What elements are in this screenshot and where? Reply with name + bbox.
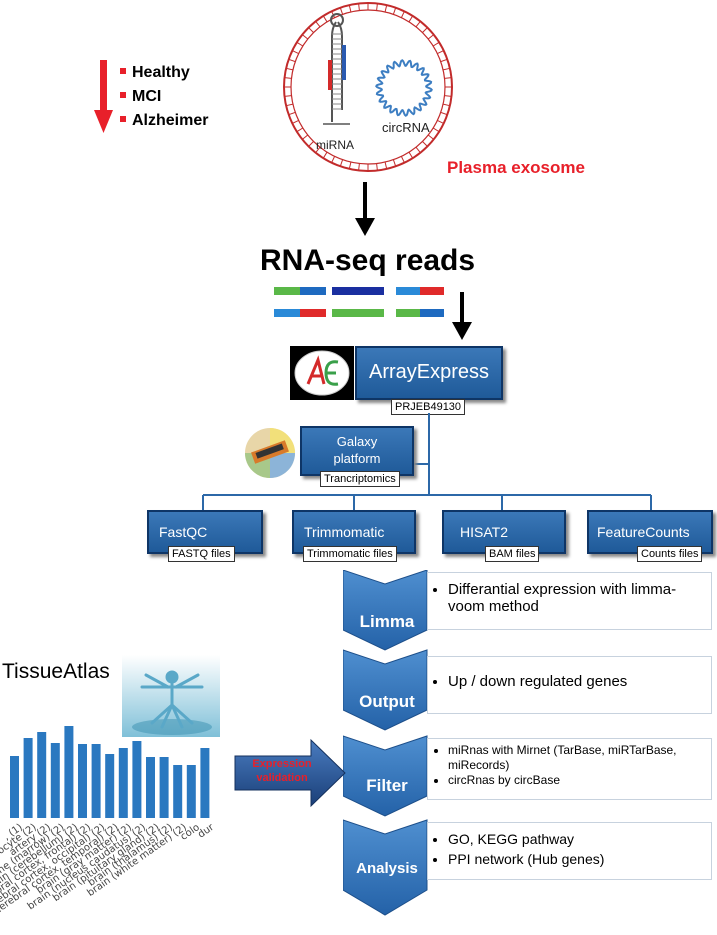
tool-tag: Trimmomatic files <box>303 546 397 562</box>
tool-tag: BAM files <box>485 546 540 562</box>
chart-bar <box>91 744 101 818</box>
arrayexpress-logo-icon <box>290 346 354 400</box>
step-bullet: PPI network (Hub genes) <box>448 849 711 869</box>
tool-tag: Counts files <box>637 546 703 562</box>
step-label-filter: Filter <box>366 776 408 795</box>
mirna-label: miRNA <box>316 138 354 152</box>
validation-arrow-icon <box>234 738 346 808</box>
legend-item-mci: MCI <box>120 88 161 106</box>
circrna-ring-icon <box>375 59 433 117</box>
chart-bar <box>78 744 87 818</box>
tissueatlas-bar-chart <box>10 726 210 818</box>
tool-name: HISAT2 <box>460 524 508 540</box>
step-label-analysis: Analysis <box>356 860 418 877</box>
tool-name: FastQC <box>159 524 208 540</box>
legend-item-healthy: Healthy <box>120 64 190 82</box>
arrayexpress-accession: PRJEB49130 <box>391 399 466 415</box>
chart-bar <box>118 748 128 818</box>
down-arrow-icon <box>94 60 113 133</box>
chart-bar <box>159 757 169 818</box>
chart-bar <box>146 757 155 818</box>
chart-bar <box>10 756 19 818</box>
legend-item-alzheimer: Alzheimer <box>120 112 208 130</box>
mirna-hairpin-icon <box>323 13 350 125</box>
step-bullet: GO, KEGG pathway <box>448 829 711 849</box>
galaxy-tag: Trancriptomics <box>320 471 400 487</box>
tissueatlas-title: TissueAtlas <box>2 660 110 683</box>
arrow-down-icon <box>452 292 472 340</box>
arrayexpress-title: ArrayExpress <box>368 361 490 383</box>
step-bullet: Up / down regulated genes <box>448 673 711 690</box>
exosome-diagram <box>283 2 453 172</box>
galaxy-logo-icon <box>245 428 295 478</box>
galaxy-platform-box: Galaxy platform <box>300 426 414 476</box>
step-label-output: Output <box>359 692 415 711</box>
step-label-limma: Limma <box>359 612 415 631</box>
chart-bar <box>105 754 115 818</box>
step-bullet: miRnas with Mirnet (TarBase, miRTarBase,… <box>448 743 711 773</box>
exosome-caption: Plasma exosome <box>447 158 585 177</box>
step-box-analysis: GO, KEGG pathway PPI network (Hub genes) <box>427 822 712 880</box>
circrna-label: circRNA <box>382 120 430 135</box>
chart-bar <box>173 765 183 818</box>
galaxy-line2: platform <box>333 451 381 466</box>
chart-bar <box>23 738 33 818</box>
expression-validation-label: Expression validation <box>252 758 312 784</box>
step-box-limma: Differantial expression with limma-voom … <box>427 572 712 630</box>
tool-tag: FASTQ files <box>168 546 235 562</box>
step-box-output: Up / down regulated genes <box>427 656 712 714</box>
galaxy-line1: Galaxy <box>336 434 378 449</box>
step-chevrons <box>343 570 428 916</box>
chart-bar <box>50 743 60 818</box>
tool-name: Trimmomatic <box>304 524 385 540</box>
step-box-filter: miRnas with Mirnet (TarBase, miRTarBase,… <box>427 738 712 800</box>
chart-bar <box>186 765 196 818</box>
sequencing-reads-graphic <box>274 287 444 317</box>
vitruvian-figure-image <box>122 655 220 737</box>
reads-title: RNA-seq reads <box>260 244 476 277</box>
step-bullet: circRnas by circBase <box>448 773 711 788</box>
chart-bar <box>132 741 142 818</box>
chart-bar <box>200 748 210 818</box>
chart-bar <box>64 726 74 818</box>
tool-name: FeatureCounts <box>597 524 690 540</box>
arrow-down-icon <box>355 182 375 236</box>
step-bullet: Differantial expression with limma-voom … <box>448 581 711 615</box>
chart-bar <box>37 732 47 818</box>
